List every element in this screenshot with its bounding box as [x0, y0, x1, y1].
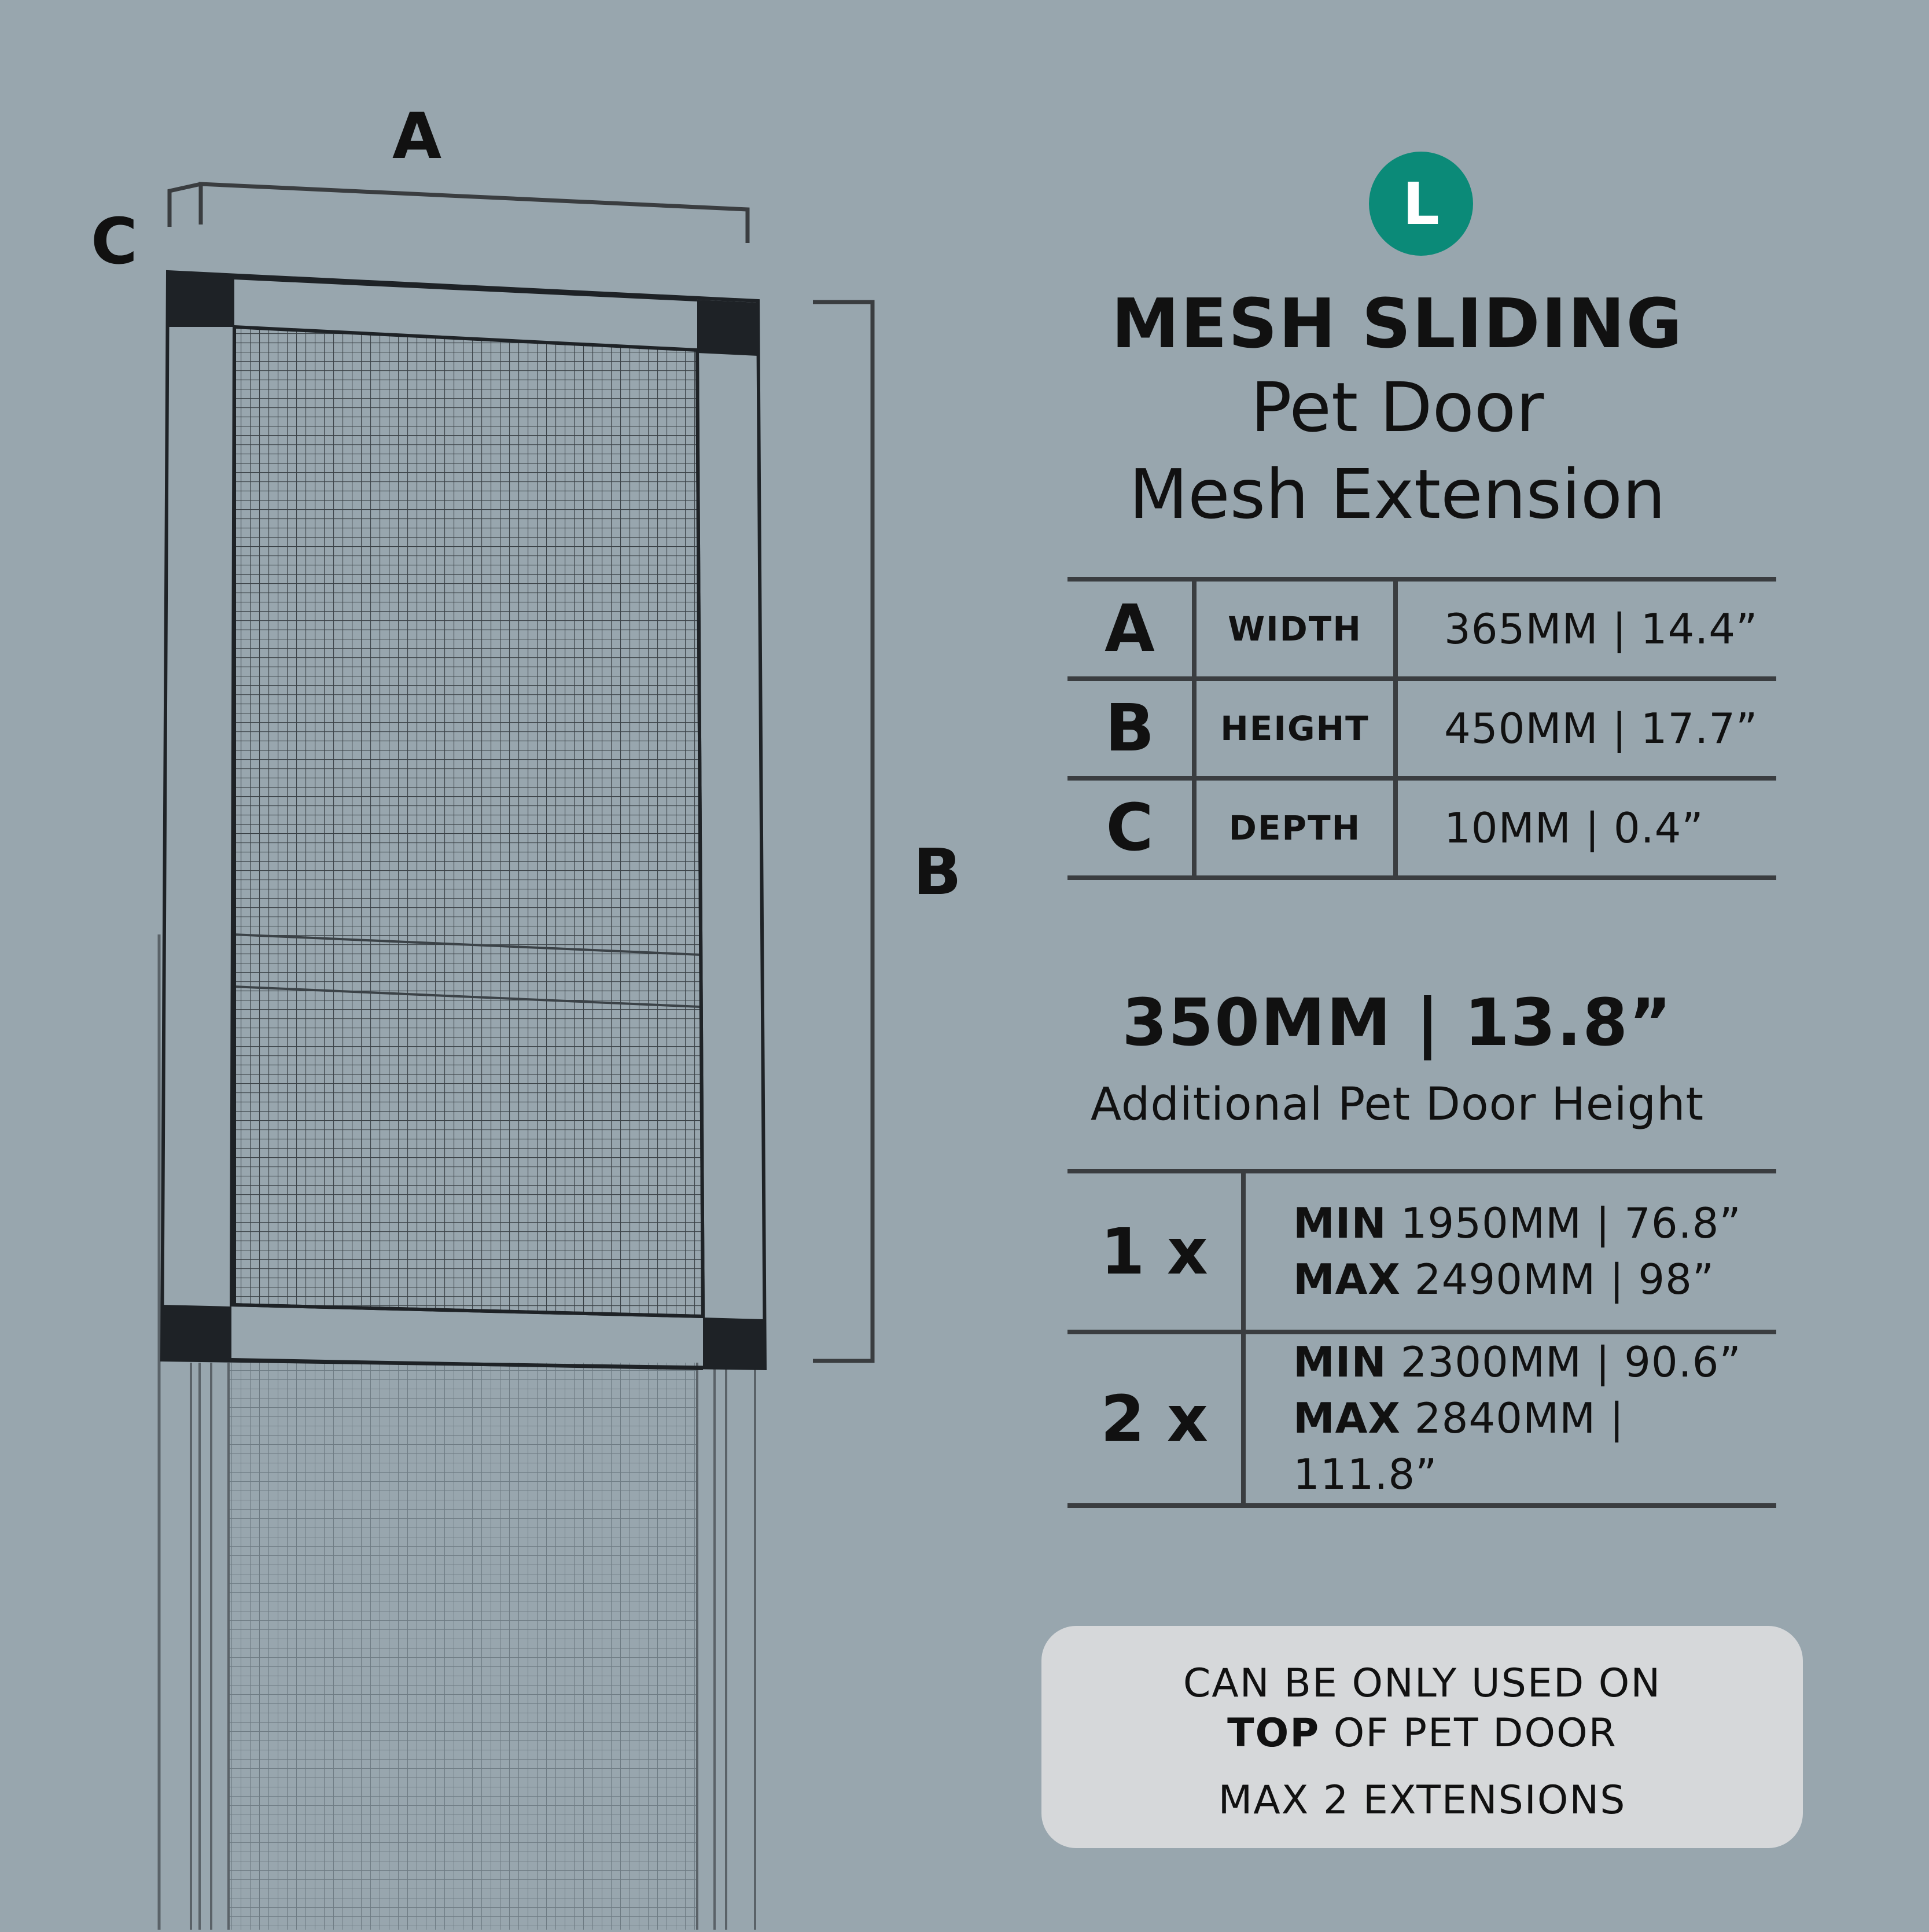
extension-qty: 2 x — [1067, 1330, 1243, 1508]
extension-range: MIN 2300MM | 90.6” MAX 2840MM | 111.8” — [1241, 1330, 1776, 1508]
size-badge: L — [1369, 152, 1473, 256]
dimension-label-c: C — [91, 204, 138, 278]
min-label: MIN — [1293, 1198, 1387, 1247]
note-line2-bold: TOP — [1227, 1710, 1320, 1756]
mesh-extension-drawing — [157, 182, 875, 1930]
max-value: 2490MM | 98” — [1414, 1255, 1715, 1304]
additional-height-label: Additional Pet Door Height — [1090, 1079, 1705, 1131]
dimension-letter: A — [1067, 577, 1194, 681]
extension-qty: 1 x — [1067, 1169, 1243, 1334]
note-line3: MAX 2 EXTENSIONS — [1218, 1778, 1626, 1823]
max-value: 2840MM | 111.8” — [1293, 1394, 1625, 1499]
dimension-value: 450MM | 17.7” — [1393, 676, 1776, 781]
note-line2-rest: OF PET DOOR — [1320, 1710, 1617, 1756]
product-diagram: A C B — [91, 99, 962, 1930]
min-label: MIN — [1293, 1338, 1387, 1386]
dimension-label: WIDTH — [1192, 577, 1396, 681]
dimension-label-b: B — [913, 835, 962, 909]
dimension-value: 10MM | 0.4” — [1393, 776, 1776, 880]
table-row: 2 x MIN 2300MM | 90.6” MAX 2840MM | 111.… — [1067, 1330, 1776, 1508]
dimension-letter: B — [1067, 676, 1194, 781]
dimension-letter: C — [1067, 776, 1194, 880]
extensions-table: 1 x MIN 1950MM | 76.8” MAX 2490MM | 98” … — [1067, 1169, 1776, 1508]
dimensions-table: A WIDTH 365MM | 14.4” B HEIGHT 450MM | 1… — [1067, 577, 1776, 880]
min-value: 2300MM | 90.6” — [1400, 1338, 1742, 1386]
table-row: A WIDTH 365MM | 14.4” — [1067, 577, 1776, 681]
table-row: B HEIGHT 450MM | 17.7” — [1067, 676, 1776, 781]
dimension-a-bracket — [198, 182, 750, 243]
max-label: MAX — [1293, 1255, 1401, 1304]
dimension-label: HEIGHT — [1192, 676, 1396, 781]
max-label: MAX — [1293, 1394, 1401, 1443]
extension-range: MIN 1950MM | 76.8” MAX 2490MM | 98” — [1241, 1169, 1776, 1334]
additional-height-value: 350MM | 13.8” — [1122, 985, 1673, 1061]
usage-note: CAN BE ONLY USED ON TOP OF PET DOOR MAX … — [1041, 1626, 1803, 1848]
dimension-c-bracket — [167, 182, 201, 227]
mesh-panel — [229, 325, 705, 1319]
product-title-line2: Pet Door — [1250, 367, 1544, 447]
note-line1: CAN BE ONLY USED ON — [1183, 1661, 1662, 1706]
spec-panel: L MESH SLIDING Pet Door Mesh Extension A… — [1041, 0, 1851, 1930]
dimension-b-bracket — [813, 300, 875, 1363]
product-title-line3: Mesh Extension — [1129, 454, 1666, 534]
dimension-value: 365MM | 14.4” — [1393, 577, 1776, 681]
table-row: 1 x MIN 1950MM | 76.8” MAX 2490MM | 98” — [1067, 1169, 1776, 1334]
pet-door-below — [157, 934, 756, 1930]
corner-blocks — [162, 272, 765, 1368]
note-line2: TOP OF PET DOOR — [1041, 1710, 1803, 1756]
dimension-label: DEPTH — [1192, 776, 1396, 880]
dimension-label-a: A — [392, 99, 442, 173]
product-title-line1: MESH SLIDING — [1111, 284, 1684, 363]
table-row: C DEPTH 10MM | 0.4” — [1067, 776, 1776, 880]
min-value: 1950MM | 76.8” — [1400, 1198, 1742, 1247]
